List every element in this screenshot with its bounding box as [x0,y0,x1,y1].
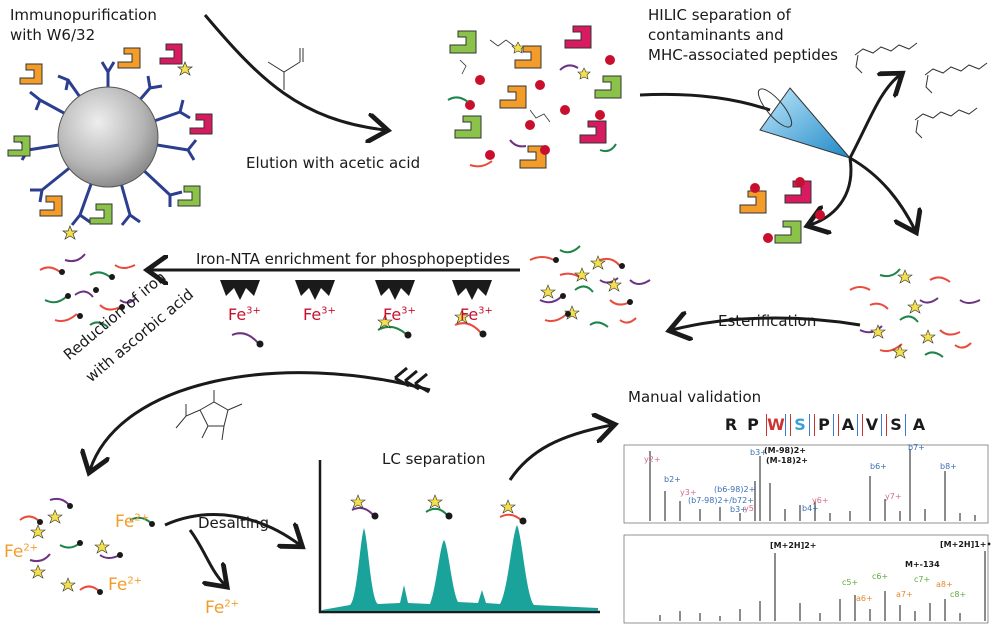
fe2-label-2: Fe2+ [4,542,39,562]
label-lc-separation: LC separation [382,450,486,468]
peak-label: y3+ [680,488,697,497]
hla-fragments [739,177,825,244]
peak-label: c7+ [914,575,931,584]
ms2-spectrum-top [623,444,989,524]
peak-label: a7+ [896,590,913,599]
peak-label: y5 [744,504,754,513]
residue: W [766,414,786,436]
ascorbic-acid-structure [175,390,243,441]
peak-label: y2+ [644,455,661,464]
fe2-label-3: Fe2+ [108,575,143,595]
label-manual-validation: Manual validation [628,388,762,406]
fe3-label-1: Fe3+ [228,305,261,324]
residue: V [862,414,882,436]
residue: S [886,414,906,436]
peak-label: (M-18)2+ [766,456,808,465]
acetic-acid-structure [267,48,304,90]
peak-label: b2+ [664,475,681,484]
residue: P [814,414,834,436]
residue: P [747,415,759,434]
label-esterification: Esterification [718,312,817,330]
residue: A [912,415,926,434]
peak-label: b6+ [870,462,887,471]
peak-label: c6+ [872,572,889,581]
ms2-spectrum-bottom [623,534,989,624]
peak-label: (M-98)2+ [764,446,806,455]
nta-resin [220,280,492,300]
peak-label: b3+ [750,448,767,457]
peak-label: (b7-98)2+/b72+ [688,496,754,505]
label-desalting: Desalting [198,514,270,532]
peak-label: (b6-98)2+ [714,485,756,494]
label-elution: Elution with acetic acid [246,154,421,172]
peptide-cluster [529,245,651,328]
peak-label: M+-134 [905,560,940,569]
peak-label: a6+ [856,594,873,603]
immunobead [7,43,213,240]
peak-label: c8+ [950,590,967,599]
fe3-label-4: Fe3+ [460,305,493,324]
label-hilic-line2: contaminants and [648,26,784,44]
peak-label: y6+ [812,496,829,505]
residue: R [724,415,738,434]
residue: S [790,414,810,436]
label-immunopurification-line2: with W6/32 [10,26,96,44]
label-iron-nta: Iron-NTA enrichment for phosphopeptides [196,250,510,268]
peak-label: y7+ [885,492,902,501]
peak-label: b3+ [730,505,747,514]
fe3-label-2: Fe3+ [303,305,336,324]
label-hilic-line3: MHC-associated peptides [648,46,838,64]
hilic-tip [757,87,852,159]
fe3-label-3: Fe3+ [383,305,416,324]
elution-mixture [447,25,622,169]
contaminants [854,42,988,139]
peak-label: c5+ [842,578,859,587]
nonphospho-peptides [39,253,137,328]
label-hilic-line1: HILIC separation of [648,6,791,24]
fe2-label-removed: Fe2+ [205,598,240,618]
label-immunopurification-line1: Immunopurification [10,6,157,24]
peptide-sequence: R P W S P A V S A [722,414,928,438]
residue: A [838,414,858,436]
peak-label: [M+2H]1+• [940,540,992,549]
peak-label: a8+ [936,580,953,589]
peak-label: [M+2H]2+ [770,541,817,550]
lc-chromatogram [318,460,600,614]
peak-label: b7+ [908,443,925,452]
fe2-label-1: Fe2+ [115,512,150,532]
esterified-peptides [849,268,981,358]
peak-label: b8+ [940,462,957,471]
peak-label: b4+ [802,504,819,513]
